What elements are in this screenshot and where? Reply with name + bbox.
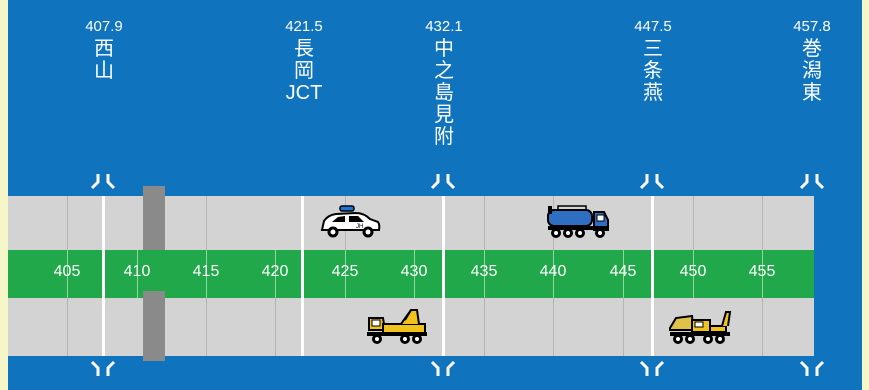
ic-name: 西 山	[94, 38, 114, 82]
ic-km: 421.5	[285, 18, 323, 35]
ic-separator	[102, 196, 105, 356]
km-label: 450	[679, 263, 707, 280]
ic-separator	[442, 196, 445, 356]
exit-ramp-icon	[639, 174, 665, 190]
km-label: 455	[748, 263, 776, 280]
ic-name: 巻 潟 東	[802, 38, 822, 104]
ic-km: 432.1	[425, 18, 463, 35]
km-median-strip	[8, 250, 814, 298]
km-label: 430	[400, 263, 428, 280]
ic-name: 長 岡 JCT	[285, 38, 323, 104]
entry-ramp-icon	[90, 360, 116, 376]
km-label: 445	[609, 263, 637, 280]
road-closure-block-upbound[interactable]	[143, 186, 165, 250]
ic-separator	[301, 196, 304, 356]
upbound-lane[interactable]	[8, 196, 814, 250]
km-label: 420	[261, 263, 289, 280]
km-label: 405	[53, 263, 81, 280]
ic-km: 457.8	[793, 18, 831, 35]
exit-ramp-icon	[430, 174, 456, 190]
tow-truck-icon[interactable]	[365, 306, 429, 346]
km-label: 415	[192, 263, 220, 280]
tank-truck-icon[interactable]	[546, 202, 610, 240]
sweeper-truck-icon[interactable]	[668, 306, 732, 346]
svg-text:JH: JH	[356, 224, 363, 230]
km-label: 425	[331, 263, 359, 280]
exit-ramp-icon	[90, 174, 116, 190]
patrol-car-icon[interactable]: JH	[318, 204, 382, 240]
km-label: 410	[123, 263, 151, 280]
ic-km: 407.9	[85, 18, 123, 35]
entry-ramp-icon	[639, 360, 665, 376]
km-label: 435	[470, 263, 498, 280]
ic-km: 447.5	[634, 18, 672, 35]
km-label: 440	[539, 263, 567, 280]
road-closure-block-downbound[interactable]	[143, 291, 165, 361]
entry-ramp-icon	[430, 360, 456, 376]
ic-name: 中 之 島 見 附	[434, 38, 454, 148]
ic-name: 三 条 燕	[643, 38, 663, 104]
exit-ramp-icon	[799, 174, 825, 190]
ic-separator	[651, 196, 654, 356]
entry-ramp-icon	[799, 360, 825, 376]
